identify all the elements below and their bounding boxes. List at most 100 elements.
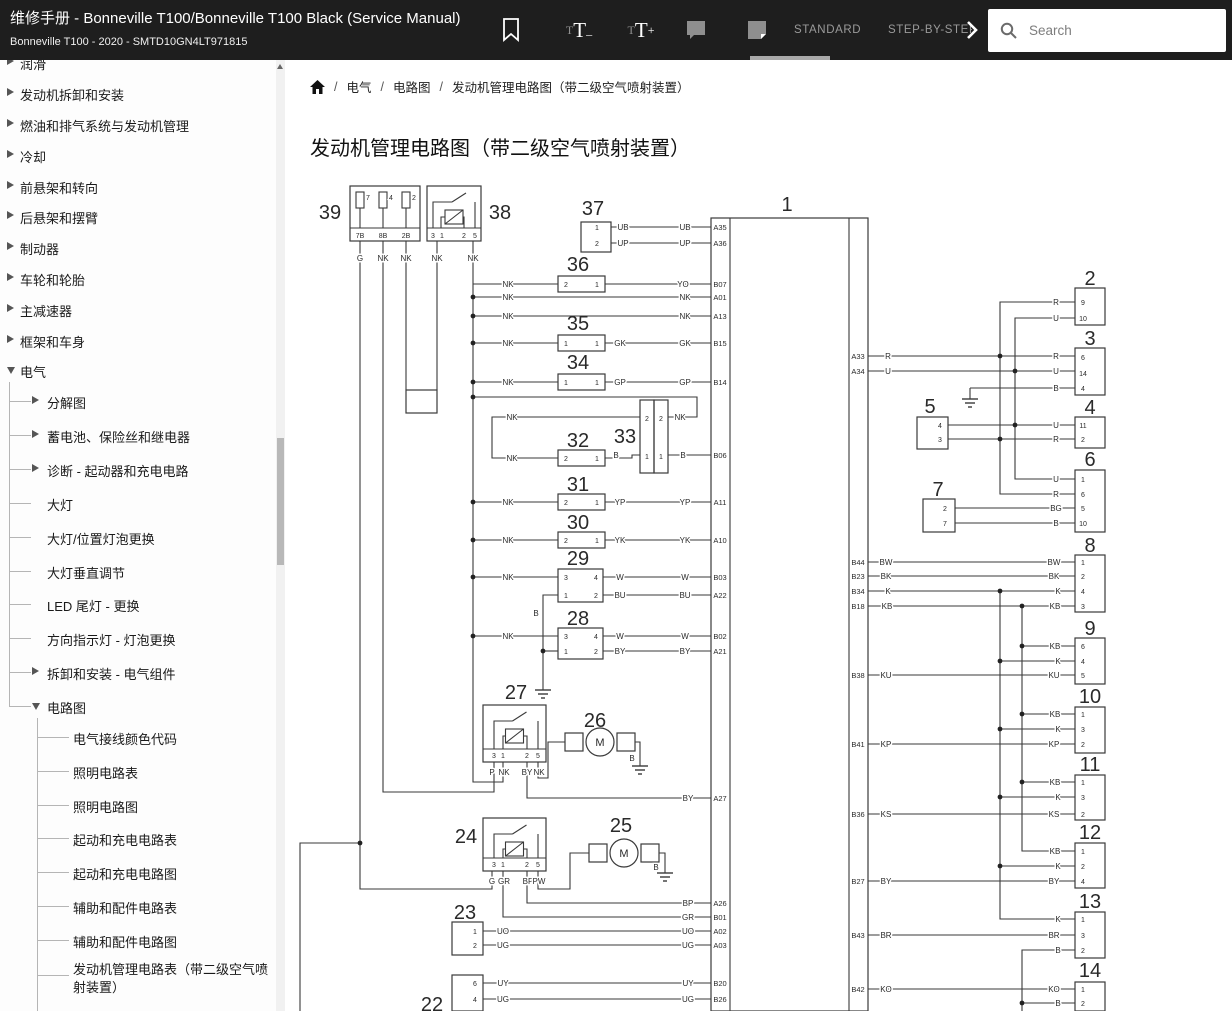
svg-text:1: 1 (595, 380, 599, 387)
sidebar-item-label: 大灯垂直调节 (47, 563, 125, 582)
svg-text:B03: B03 (713, 573, 726, 582)
sidebar-item[interactable]: 拆卸和安装 - 电气组件 (0, 662, 271, 682)
sidebar-item[interactable]: 车轮和轮胎 (0, 268, 271, 288)
sidebar-item[interactable]: LED 尾灯 - 更换 (0, 594, 271, 614)
svg-text:32: 32 (567, 430, 589, 452)
svg-text:1: 1 (645, 454, 649, 461)
svg-text:A21: A21 (713, 647, 726, 656)
chevron-right-icon[interactable] (32, 667, 39, 675)
breadcrumb-link[interactable]: 发动机管理电路图（带二级空气喷射装置） (452, 77, 690, 96)
svg-text:NK: NK (674, 413, 686, 422)
svg-text:1: 1 (1081, 780, 1085, 787)
sidebar-item[interactable]: 制动器 (0, 237, 271, 257)
comment-icon[interactable] (681, 0, 711, 60)
tab-standard[interactable]: STANDARD (794, 0, 861, 60)
sidebar-item[interactable]: 大灯 (0, 493, 271, 513)
svg-text:6: 6 (1084, 449, 1095, 471)
text-size-increase-icon[interactable]: TT+ (618, 0, 664, 60)
sidebar-scrollbar[interactable] (276, 60, 285, 1011)
svg-text:BW: BW (1048, 558, 1061, 567)
search-box[interactable] (988, 9, 1226, 52)
sidebar-scrollbar-thumb[interactable] (277, 438, 284, 565)
chevron-right-icon[interactable] (32, 396, 39, 404)
chevron-right-icon[interactable] (7, 88, 14, 96)
svg-text:2: 2 (1081, 1001, 1085, 1008)
svg-text:2: 2 (525, 753, 529, 760)
svg-text:5: 5 (1081, 506, 1085, 513)
svg-text:4: 4 (1084, 397, 1095, 419)
sidebar-item[interactable]: 冷却 (0, 145, 271, 165)
sidebar-item[interactable]: 蓄电池、保险丝和继电器 (0, 425, 271, 445)
chevron-right-icon[interactable] (32, 464, 39, 472)
bookmark-icon[interactable] (496, 0, 526, 60)
home-icon[interactable] (310, 80, 325, 94)
svg-text:YK: YK (680, 536, 691, 545)
svg-text:1: 1 (564, 649, 568, 656)
toc-sidebar: 润滑发动机拆卸和安装燃油和排气系统与发动机管理冷却前悬架和转向后悬架和摆臂制动器… (0, 60, 285, 1011)
sidebar-item-label: 大灯 (47, 495, 73, 514)
svg-text:3: 3 (492, 753, 496, 760)
chevron-right-icon[interactable] (7, 119, 14, 127)
svg-text:6: 6 (1081, 492, 1085, 499)
svg-text:B27: B27 (851, 877, 864, 886)
chevron-right-icon[interactable] (7, 211, 14, 219)
sidebar-item[interactable]: 框架和车身 (0, 330, 271, 350)
chevron-right-icon[interactable] (7, 273, 14, 281)
chevron-right-icon[interactable] (7, 60, 14, 65)
sidebar-item[interactable]: 发动机管理电路表（带二级空气喷射装置） (0, 965, 271, 1007)
sidebar-item[interactable]: 主减速器 (0, 299, 271, 319)
scroll-up-arrow-icon[interactable] (277, 64, 283, 69)
t-big-glyph: T (573, 18, 586, 43)
svg-text:B23: B23 (851, 572, 864, 581)
svg-text:6: 6 (1081, 644, 1085, 651)
breadcrumb-link[interactable]: 电气 (346, 77, 371, 96)
svg-text:KP: KP (881, 740, 892, 749)
sidebar-item[interactable]: 燃油和排气系统与发动机管理 (0, 114, 271, 134)
svg-text:UP: UP (617, 239, 628, 248)
chevron-down-icon[interactable] (32, 703, 40, 710)
svg-text:NK: NK (506, 454, 518, 463)
svg-text:2: 2 (412, 195, 416, 202)
chevron-right-icon[interactable] (7, 150, 14, 158)
svg-text:KS: KS (881, 810, 892, 819)
chevron-right-icon[interactable] (32, 430, 39, 438)
sidebar-item[interactable]: 大灯/位置灯泡更换 (0, 527, 271, 547)
sidebar-item[interactable]: 润滑 (0, 60, 271, 72)
chevron-down-icon[interactable] (7, 367, 15, 374)
svg-text:B: B (1053, 384, 1058, 393)
note-icon[interactable] (742, 0, 772, 60)
more-tabs-chevron-icon[interactable] (966, 21, 978, 44)
sidebar-item[interactable]: 大灯垂直调节 (0, 561, 271, 581)
svg-text:KO: KO (1048, 985, 1060, 994)
sidebar-item[interactable]: 辅助和配件电路表 (0, 896, 271, 916)
svg-text:2: 2 (659, 416, 663, 423)
sidebar-item[interactable]: 前悬架和转向 (0, 176, 271, 196)
search-input[interactable] (1027, 22, 1211, 39)
sidebar-item[interactable]: 电气 (0, 360, 271, 380)
text-size-decrease-icon[interactable]: TT_ (556, 0, 602, 60)
sidebar-item[interactable]: 起动和充电电路表 (0, 828, 271, 848)
sidebar-item[interactable]: 起动和充电电路图 (0, 862, 271, 882)
sidebar-item-label: 起动和充电电路表 (73, 830, 177, 849)
svg-text:1: 1 (564, 380, 568, 387)
chevron-right-icon[interactable] (7, 335, 14, 343)
chevron-right-icon[interactable] (7, 304, 14, 312)
sidebar-item[interactable]: 辅助和配件电路图 (0, 930, 271, 950)
breadcrumb-separator: / (334, 80, 337, 94)
sidebar-item[interactable]: 后悬架和摆臂 (0, 206, 271, 226)
chevron-right-icon[interactable] (7, 181, 14, 189)
sidebar-item[interactable]: 电路图 (0, 696, 271, 716)
sidebar-item-label: 拆卸和安装 - 电气组件 (47, 664, 176, 683)
sidebar-item[interactable]: 诊断 - 起动器和充电电路 (0, 459, 271, 479)
sidebar-item[interactable]: 分解图 (0, 391, 271, 411)
chevron-right-icon[interactable] (7, 242, 14, 250)
tab-step-by-step[interactable]: STEP-BY-STEP (888, 0, 972, 60)
sidebar-item[interactable]: 方向指示灯 - 灯泡更换 (0, 628, 271, 648)
sidebar-item[interactable]: 电气接线颜色代码 (0, 727, 271, 747)
sidebar-item[interactable]: 照明电路表 (0, 761, 271, 781)
sidebar-item[interactable]: 照明电路图 (0, 795, 271, 815)
breadcrumb-link[interactable]: 电路图 (393, 77, 431, 96)
svg-text:1: 1 (1081, 712, 1085, 719)
sidebar-item[interactable]: 发动机拆卸和安装 (0, 83, 271, 103)
svg-text:KB: KB (1050, 710, 1061, 719)
